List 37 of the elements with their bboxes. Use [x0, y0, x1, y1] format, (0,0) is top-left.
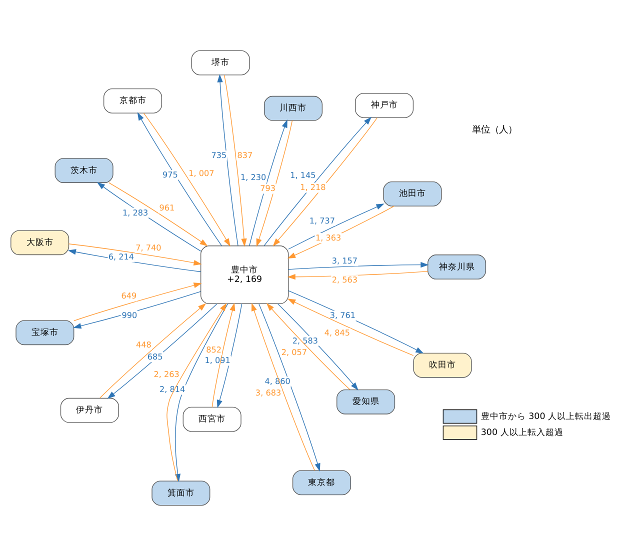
- arrow: [288, 204, 384, 250]
- arrow: [108, 182, 208, 246]
- node-box: 京都市: [104, 88, 162, 114]
- arrow: [288, 262, 429, 270]
- arrow: [251, 302, 316, 471]
- arrow: [212, 302, 236, 408]
- node-box: 大阪市: [10, 230, 70, 256]
- arrow: [287, 298, 414, 356]
- node-box: 宝塚市: [16, 320, 74, 346]
- legend-label: 豊中市から 300 人以上転出超過: [480, 412, 612, 422]
- arrow: [107, 304, 218, 399]
- arrow: [68, 249, 202, 272]
- arrow: [249, 120, 288, 246]
- arrow: [137, 112, 222, 246]
- node-box: 堺市: [191, 50, 250, 76]
- arrow: [143, 112, 230, 247]
- arrow: [224, 74, 247, 247]
- arrow: [216, 303, 242, 408]
- node-box: 西宮市: [182, 406, 242, 432]
- arrow: [256, 120, 293, 247]
- node-box: 箕面市: [152, 480, 210, 506]
- node-box: 伊丹市: [60, 398, 119, 423]
- arrow: [288, 290, 424, 354]
- node-box: 吹田市: [413, 352, 472, 378]
- arrow: [217, 74, 238, 246]
- node-box: 神戸市: [355, 93, 414, 118]
- legend-label: 300 人以上転入超過: [480, 428, 564, 438]
- node-box: 東京都: [292, 470, 351, 496]
- node-box: 池田市: [383, 181, 442, 206]
- node-box: 愛知県: [336, 389, 396, 414]
- node-box: 神奈川県: [428, 254, 486, 280]
- node-box: 川西市: [264, 96, 323, 121]
- node-box: 豊中市 +2, 169: [200, 246, 289, 304]
- arrow: [287, 206, 395, 259]
- node-box: 茨木市: [54, 158, 114, 183]
- label: 単位（人）: [472, 124, 518, 136]
- arrow: [100, 303, 206, 398]
